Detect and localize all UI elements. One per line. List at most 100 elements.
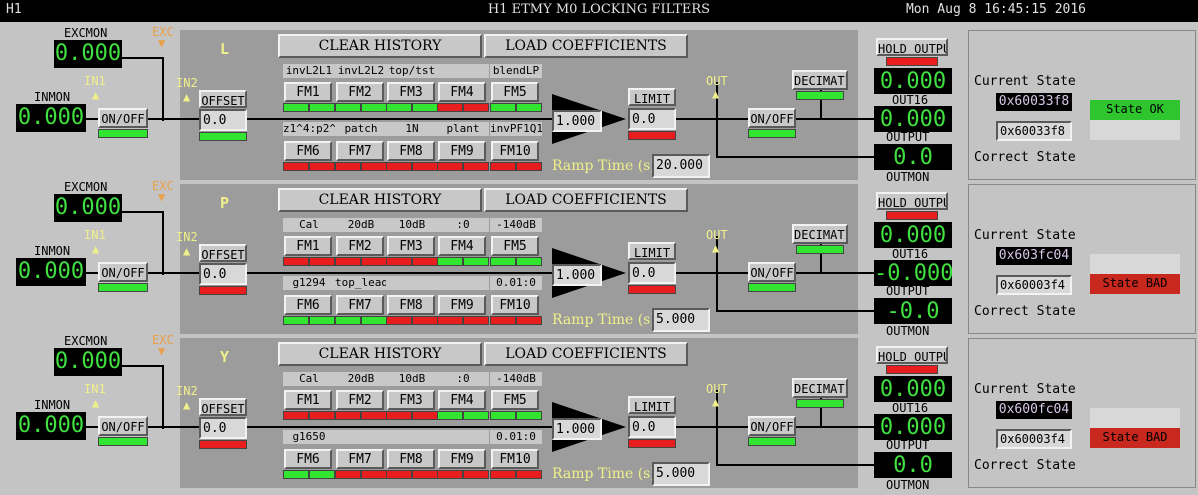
fm9-button[interactable]: FM9 [438,449,486,469]
clear-history-button[interactable]: CLEAR HISTORY [278,34,482,58]
wire-out-split [716,236,718,312]
fm6-engaged-led [309,470,335,479]
in2-arrow-icon: ▲ [183,90,191,104]
input-onoff-button[interactable]: ON/OFF [98,262,148,282]
out-arrow-icon: ▲ [712,87,720,101]
fm5-button[interactable]: FM5 [491,390,539,410]
fm2-label: invL2L2 [335,64,387,78]
fm8-button[interactable]: FM8 [387,295,435,315]
ramp-time-input[interactable]: 20.000 [652,154,710,178]
correct-state-input[interactable]: 0x60033f8 [996,121,1072,141]
load-coefficients-button[interactable]: LOAD COEFFICIENTS [484,34,688,58]
correct-state-input[interactable]: 0x60003f4 [996,275,1072,295]
fm7-label: top_lead [335,276,387,290]
out16-value: 0.000 [874,68,952,94]
gain-input[interactable]: 1.000 [552,110,602,132]
limit-input[interactable]: 0.0 [628,262,676,284]
hold-output-button[interactable]: HOLD OUTPUT [876,192,948,210]
output-onoff-button[interactable]: ON/OFF [748,108,796,128]
gain-input[interactable]: 1.000 [552,264,602,286]
fm1-button[interactable]: FM1 [284,82,332,102]
current-state-label: Current State [974,74,1076,89]
correct-state-input[interactable]: 0x60003f4 [996,429,1072,449]
fm7-button[interactable]: FM7 [336,295,384,315]
excmon-value: 0.000 [54,40,122,68]
fm1-label: Cal [283,372,335,386]
state-status-blank [1090,254,1180,274]
fm1-button[interactable]: FM1 [284,390,332,410]
offset-input[interactable]: 0.0 [199,263,247,285]
fm6-status-led [283,470,309,479]
fm7-button[interactable]: FM7 [336,141,384,161]
fm2-button[interactable]: FM2 [336,390,384,410]
fm10-button[interactable]: FM10 [491,295,539,315]
fm5-button[interactable]: FM5 [491,236,539,256]
output-onoff-button[interactable]: ON/OFF [748,416,796,436]
fm6-button[interactable]: FM6 [284,141,332,161]
offset-input[interactable]: 0.0 [199,417,247,439]
limit-input[interactable]: 0.0 [628,416,676,438]
output-onoff-button[interactable]: ON/OFF [748,262,796,282]
fm6-button[interactable]: FM6 [284,449,332,469]
out-label: OUT [706,228,728,242]
fm4-button[interactable]: FM4 [438,390,486,410]
wire-exc-down [162,365,164,429]
fm7-button[interactable]: FM7 [336,449,384,469]
out-arrow-icon: ▲ [712,395,720,409]
fm2-button[interactable]: FM2 [336,236,384,256]
fm5-button[interactable]: FM5 [491,82,539,102]
limit-button[interactable]: LIMIT [628,242,676,260]
correct-state-label: Correct State [974,458,1076,473]
outmon-value: -0.0 [874,298,952,324]
fm1-button[interactable]: FM1 [284,236,332,256]
clear-history-button[interactable]: CLEAR HISTORY [278,188,482,212]
fm1-status-led [283,411,309,420]
offset-button[interactable]: OFFSET [199,244,247,262]
input-onoff-button[interactable]: ON/OFF [98,416,148,436]
hold-output-button[interactable]: HOLD OUTPUT [876,346,948,364]
fm3-button[interactable]: FM3 [387,236,435,256]
fm3-button[interactable]: FM3 [387,82,435,102]
limit-button[interactable]: LIMIT [628,88,676,106]
offset-input[interactable]: 0.0 [199,109,247,131]
ramp-time-input[interactable]: 5.000 [652,308,710,332]
load-coefficients-button[interactable]: LOAD COEFFICIENTS [484,342,688,366]
fm4-button[interactable]: FM4 [438,82,486,102]
ramp-time-input[interactable]: 5.000 [652,462,710,486]
input-onoff-button[interactable]: ON/OFF [98,108,148,128]
offset-button[interactable]: OFFSET [199,398,247,416]
fm7-label [335,430,387,444]
wire-outmon [716,310,874,312]
fm8-button[interactable]: FM8 [387,141,435,161]
decimation-button[interactable]: DECIMATION [792,70,848,90]
decimation-button[interactable]: DECIMATION [792,378,848,398]
offset-status-led [199,440,247,449]
fm6-button[interactable]: FM6 [284,295,332,315]
fm3-label: 10dB [386,218,438,232]
fm3-button[interactable]: FM3 [387,390,435,410]
load-coefficients-button[interactable]: LOAD COEFFICIENTS [484,188,688,212]
fm3-engaged-led [412,411,438,420]
fm8-button[interactable]: FM8 [387,449,435,469]
fm9-button[interactable]: FM9 [438,295,486,315]
hold-output-status-led [886,365,938,374]
fm4-button[interactable]: FM4 [438,236,486,256]
fm9-label [437,276,489,290]
state-status-badge: State OK [1090,100,1180,120]
fm2-button[interactable]: FM2 [336,82,384,102]
fm10-label: 0.01:0 [490,276,542,290]
fm10-button[interactable]: FM10 [491,449,539,469]
fm9-button[interactable]: FM9 [438,141,486,161]
outmon-value: 0.0 [874,144,952,170]
fm9-status-led [437,162,463,171]
clear-history-button[interactable]: CLEAR HISTORY [278,342,482,366]
wire-outmon [716,464,874,466]
decimation-button[interactable]: DECIMATION [792,224,848,244]
limit-input[interactable]: 0.0 [628,108,676,130]
limit-button[interactable]: LIMIT [628,396,676,414]
output-value: 0.000 [874,414,952,440]
fm10-button[interactable]: FM10 [491,141,539,161]
gain-input[interactable]: 1.000 [552,418,602,440]
hold-output-button[interactable]: HOLD OUTPUT [876,38,948,56]
offset-button[interactable]: OFFSET [199,90,247,108]
